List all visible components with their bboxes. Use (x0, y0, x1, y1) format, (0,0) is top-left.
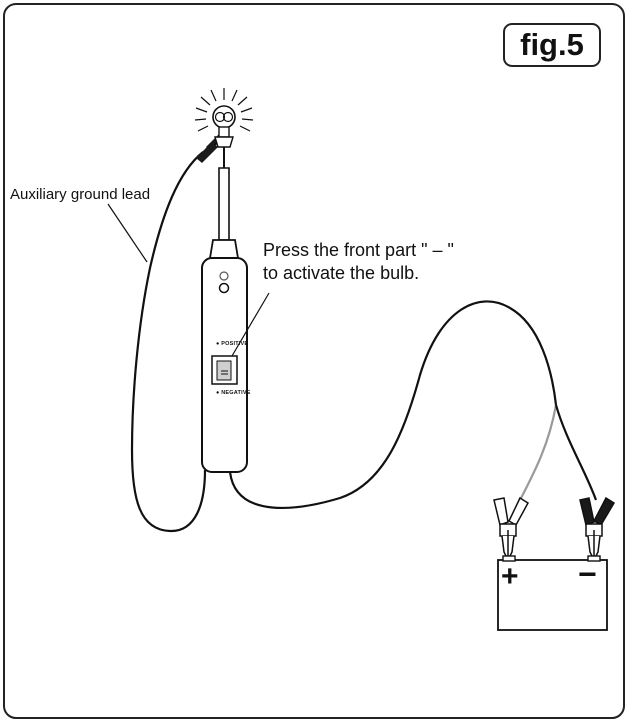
probe-collar (208, 239, 240, 259)
negative-clamp (579, 496, 616, 562)
led-indicator-bottom (218, 282, 230, 294)
positive-label: ● POSITIVE (216, 341, 249, 347)
figure-label: fig.5 (503, 23, 601, 67)
press-instruction-pointer (231, 292, 270, 357)
main-cable (228, 300, 558, 509)
outer-border (3, 3, 625, 719)
auxiliary-ground-lead-label: Auxiliary ground lead (10, 186, 151, 203)
auxiliary-ground-lead-wire (130, 151, 207, 533)
instruction-text-line1: Press the front part " – " (263, 240, 454, 260)
negative-label: ● NEGATIVE (216, 390, 251, 396)
battery-positive-terminal-symbol: + (501, 560, 519, 593)
negative-wire (554, 404, 598, 501)
battery-negative-terminal-symbol: − (578, 556, 597, 592)
battery (497, 555, 608, 631)
led-indicator-top (219, 271, 229, 281)
polarity-switch[interactable] (211, 355, 238, 385)
positive-clamp (493, 496, 529, 562)
auxiliary-ground-lead-pointer (107, 203, 148, 263)
bulb-icon (194, 88, 254, 148)
instruction-text-line2: to activate the bulb. (263, 263, 420, 283)
probe-shaft (218, 167, 230, 241)
